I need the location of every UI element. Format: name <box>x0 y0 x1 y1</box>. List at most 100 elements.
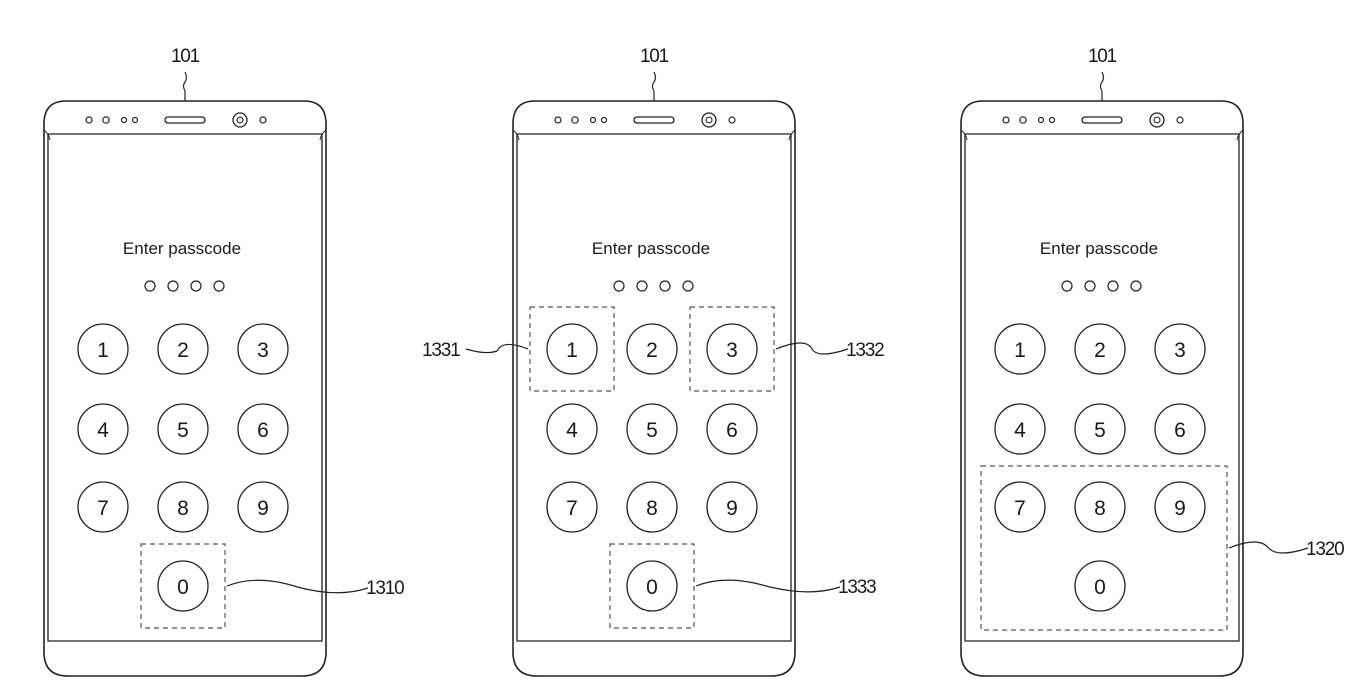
key-circle <box>1154 403 1206 455</box>
key-3-button[interactable]: 3 <box>237 323 289 375</box>
key-circle <box>706 403 758 455</box>
sensor-dot-icon <box>1019 116 1027 124</box>
key-circle <box>1074 403 1126 455</box>
region-label: 1310 <box>366 578 404 599</box>
key-2-button[interactable]: 2 <box>1074 323 1126 375</box>
key-label: 7 <box>97 497 109 520</box>
passcode-dot <box>167 280 179 292</box>
sensor-dot-icon <box>85 116 93 124</box>
passcode-dot <box>190 280 202 292</box>
key-label: 2 <box>646 339 658 362</box>
key-circle <box>1074 323 1126 375</box>
callout-leader-line <box>775 342 849 355</box>
passcode-dot <box>613 280 625 292</box>
key-2-button[interactable]: 2 <box>157 323 209 375</box>
key-2-button[interactable]: 2 <box>626 323 678 375</box>
key-0-button[interactable]: 0 <box>626 560 678 612</box>
key-5-button[interactable]: 5 <box>626 403 678 455</box>
passcode-dot <box>144 280 156 292</box>
key-circle <box>157 323 209 375</box>
key-3-button[interactable]: 3 <box>706 323 758 375</box>
key-7-button[interactable]: 7 <box>77 481 129 533</box>
passcode-dot <box>1084 280 1096 292</box>
sensor-dot-icon <box>1037 116 1045 124</box>
ref-label: 101 <box>171 46 200 67</box>
region-label: 1320 <box>1306 539 1344 560</box>
key-6-button[interactable]: 6 <box>237 403 289 455</box>
key-circle <box>157 560 209 612</box>
sensor-dot-icon <box>728 116 736 124</box>
key-label: 8 <box>177 497 189 520</box>
key-9-button[interactable]: 9 <box>237 481 289 533</box>
key-1-button[interactable]: 1 <box>77 323 129 375</box>
edge-curve <box>788 129 796 141</box>
key-5-button[interactable]: 5 <box>157 403 209 455</box>
key-circle <box>626 403 678 455</box>
key-label: 5 <box>177 419 189 442</box>
key-label: 4 <box>1014 419 1026 442</box>
key-8-button[interactable]: 8 <box>157 481 209 533</box>
key-circle <box>994 403 1046 455</box>
key-circle <box>1074 481 1126 533</box>
key-5-button[interactable]: 5 <box>1074 403 1126 455</box>
key-circle <box>1154 481 1206 533</box>
edge-curve <box>960 129 968 141</box>
passcode-title: Enter passcode <box>123 239 241 258</box>
key-7-button[interactable]: 7 <box>546 481 598 533</box>
key-circle <box>1074 560 1126 612</box>
key-label: 1 <box>97 339 109 362</box>
key-9-button[interactable]: 9 <box>706 481 758 533</box>
region-label: 1331 <box>422 340 460 361</box>
camera-lens-icon <box>236 116 244 124</box>
phone-screen <box>47 133 323 642</box>
sensor-dot-icon <box>131 116 139 124</box>
edge-curve <box>1236 129 1244 141</box>
key-6-button[interactable]: 6 <box>706 403 758 455</box>
front-camera-icon <box>1149 112 1165 128</box>
key-circle <box>626 481 678 533</box>
key-4-button[interactable]: 4 <box>994 403 1046 455</box>
selection-region <box>140 543 226 629</box>
callout-leader-line <box>465 343 529 354</box>
key-4-button[interactable]: 4 <box>77 403 129 455</box>
camera-lens-icon <box>1153 116 1161 124</box>
key-label: 5 <box>1094 419 1106 442</box>
key-1-button[interactable]: 1 <box>546 323 598 375</box>
key-label: 4 <box>566 419 578 442</box>
sensor-dot-icon <box>554 116 562 124</box>
key-label: 2 <box>1094 339 1106 362</box>
key-6-button[interactable]: 6 <box>1154 403 1206 455</box>
key-0-button[interactable]: 0 <box>157 560 209 612</box>
key-3-button[interactable]: 3 <box>1154 323 1206 375</box>
sensor-dot-icon <box>120 116 128 124</box>
key-4-button[interactable]: 4 <box>546 403 598 455</box>
key-label: 9 <box>726 497 738 520</box>
key-label: 4 <box>97 419 109 442</box>
key-circle <box>994 481 1046 533</box>
ref-leader-line <box>651 71 657 101</box>
key-9-button[interactable]: 9 <box>1154 481 1206 533</box>
front-camera-icon <box>232 112 248 128</box>
key-label: 5 <box>646 419 658 442</box>
key-label: 8 <box>646 497 658 520</box>
key-label: 3 <box>257 339 269 362</box>
selection-region <box>689 306 775 392</box>
key-circle <box>237 481 289 533</box>
phone-body <box>960 100 1244 677</box>
region-label: 1333 <box>838 577 876 598</box>
key-8-button[interactable]: 8 <box>1074 481 1126 533</box>
passcode-dot <box>1130 280 1142 292</box>
phone-body <box>512 100 796 677</box>
front-camera-icon <box>701 112 717 128</box>
region-label: 1332 <box>846 340 884 361</box>
key-0-button[interactable]: 0 <box>1074 560 1126 612</box>
key-8-button[interactable]: 8 <box>626 481 678 533</box>
speaker-grille-icon <box>1081 116 1123 124</box>
phone-screen <box>964 133 1240 642</box>
key-circle <box>626 323 678 375</box>
key-1-button[interactable]: 1 <box>994 323 1046 375</box>
sensor-dot-icon <box>1002 116 1010 124</box>
key-7-button[interactable]: 7 <box>994 481 1046 533</box>
